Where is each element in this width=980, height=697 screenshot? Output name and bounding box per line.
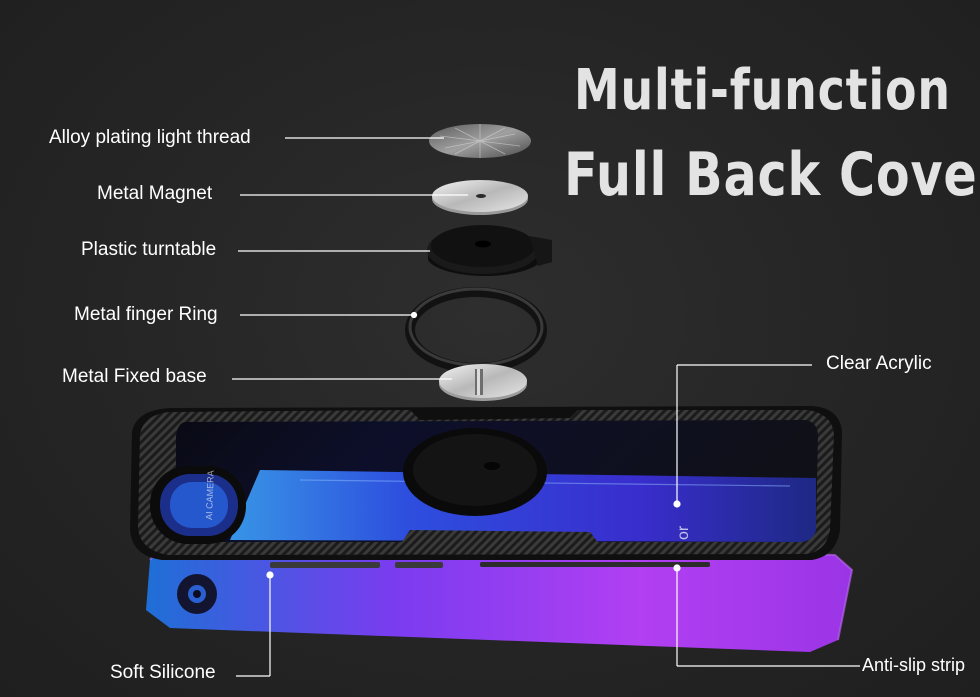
phone-and-case xyxy=(130,406,854,652)
metal-fixed-base xyxy=(439,364,527,401)
callout-finger-ring: Metal finger Ring xyxy=(74,304,218,325)
phone-brand-mark: or xyxy=(675,525,692,540)
phone-camera-text: AI CAMERA xyxy=(204,470,216,520)
callout-leader-lines xyxy=(232,137,860,677)
metal-magnet-disc xyxy=(432,180,528,215)
callout-plastic-turntable: Plastic turntable xyxy=(81,239,217,260)
plastic-turntable xyxy=(427,225,552,277)
callout-metal-magnet: Metal Magnet xyxy=(97,183,213,204)
headline-line-2: Full Back Cover xyxy=(564,140,980,210)
callout-clear-acrylic: Clear Acrylic xyxy=(826,353,932,374)
alloy-thread-disc xyxy=(429,124,531,160)
headline-line-1: Multi-function xyxy=(574,58,951,123)
callout-fixed-base: Metal Fixed base xyxy=(62,366,207,387)
ring-holder-parts xyxy=(405,124,552,401)
callout-anti-slip-strip: Anti-slip strip xyxy=(862,655,966,675)
callout-alloy-thread: Alloy plating light thread xyxy=(49,127,251,148)
finger-ring xyxy=(405,287,547,373)
callout-soft-silicone: Soft Silicone xyxy=(110,662,216,683)
